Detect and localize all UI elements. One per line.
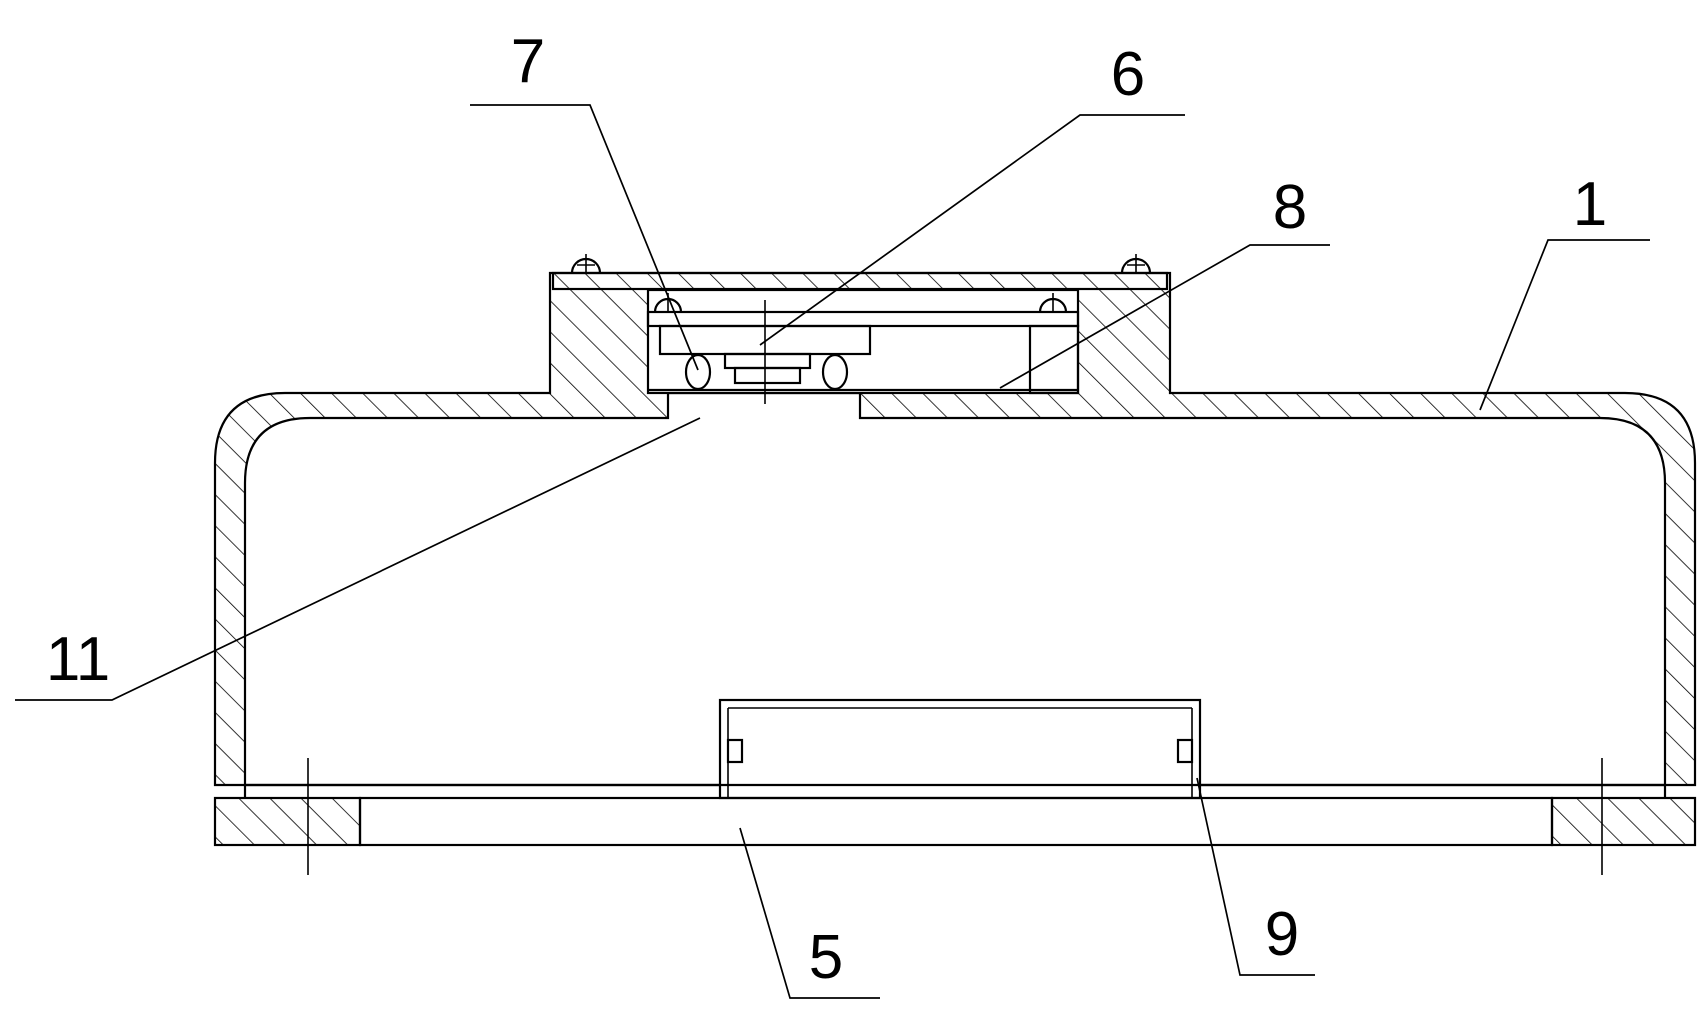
label-6: 6 [1111,40,1145,109]
side-block [1028,324,1080,395]
leader-5 [739,827,880,999]
base-plate-left-hatch [213,796,362,847]
label-1: 1 [1573,170,1607,239]
leader-8 [999,244,1330,389]
base-plate [358,796,1554,847]
leader-11 [15,417,701,701]
inner-box [718,698,1202,800]
label-7: 7 [511,27,545,96]
label-9: 9 [1265,900,1299,969]
label-5: 5 [809,923,843,992]
leader-1 [1479,239,1650,411]
base-plate-right-hatch [1550,796,1697,847]
housing-shell [213,271,1697,787]
screw-right-outer [1120,254,1152,274]
leader-9 [1196,777,1315,976]
leader-7 [470,104,699,371]
screw-left-outer [570,254,602,274]
clip-right [1176,738,1194,764]
screw-right-inner [1038,293,1068,313]
label-8: 8 [1273,173,1307,242]
boss-cavity [646,288,1080,395]
clip-left [726,738,744,764]
sensing-stack-lower [733,366,802,385]
leader-6 [759,114,1185,346]
label-11: 11 [46,625,110,694]
